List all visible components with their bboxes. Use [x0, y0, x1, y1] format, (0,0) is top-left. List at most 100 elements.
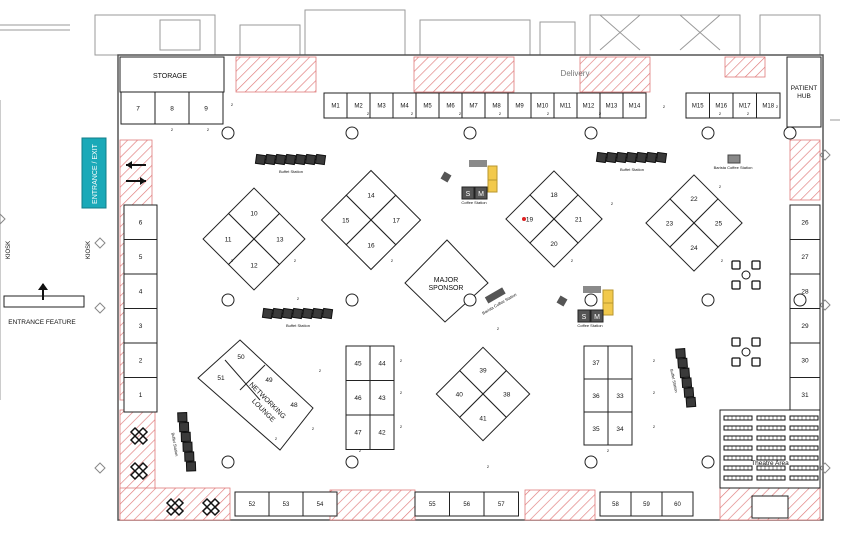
booth-label: 7 — [136, 105, 140, 112]
patient-hub[interactable] — [786, 56, 822, 128]
booth-34[interactable]: 34 — [607, 411, 633, 446]
booth-9[interactable]: 9 — [188, 91, 224, 125]
booth-label: M14 — [629, 104, 641, 110]
svg-text:2: 2 — [653, 424, 656, 429]
booth-44[interactable]: 44 — [369, 345, 395, 381]
booth-54[interactable]: 54 — [302, 491, 338, 517]
booth-M13[interactable]: M13 — [599, 92, 624, 119]
booth-7[interactable]: 7 — [120, 91, 156, 125]
lattice — [201, 497, 221, 517]
booth-8[interactable]: 8 — [154, 91, 190, 125]
booth-M14[interactable]: M14 — [622, 92, 647, 119]
svg-text:2: 2 — [294, 258, 297, 263]
booth-57[interactable]: 57 — [483, 491, 519, 517]
booth-label: 13 — [276, 237, 284, 244]
booth-27[interactable]: 27 — [789, 239, 821, 275]
booth-M18[interactable]: M18 — [756, 92, 781, 119]
booth-label: M10 — [537, 104, 549, 110]
booth-29[interactable]: 29 — [789, 308, 821, 344]
booth-53[interactable]: 53 — [268, 491, 304, 517]
booth-label: 52 — [249, 502, 256, 508]
theatre-area[interactable] — [719, 409, 821, 519]
booth-M8[interactable]: M8 — [484, 92, 509, 119]
booth-label: 5 — [139, 254, 143, 261]
booth-35[interactable]: 35 — [583, 411, 609, 446]
booth-60[interactable]: 60 — [661, 491, 694, 517]
booth-4[interactable]: 4 — [123, 273, 158, 309]
booth-label-49: 49 — [265, 377, 273, 384]
booth-label: 8 — [170, 105, 174, 112]
booth-36[interactable]: 36 — [583, 378, 609, 413]
lattice — [129, 426, 149, 446]
theatre-row — [723, 455, 753, 461]
booth-41[interactable] — [458, 393, 508, 442]
booth-label: 30 — [801, 358, 809, 365]
lattice — [129, 461, 149, 481]
booth-M2[interactable]: M2 — [346, 92, 371, 119]
buffet-station-3: Buffet Station — [261, 307, 334, 328]
booth-3[interactable]: 3 — [123, 308, 158, 344]
booth-label: 15 — [342, 218, 350, 225]
booth-label: 28 — [801, 289, 809, 296]
booth-52[interactable]: 52 — [234, 491, 270, 517]
booth-56[interactable]: 56 — [449, 491, 485, 517]
booth-43[interactable]: 43 — [369, 380, 395, 416]
column — [463, 126, 477, 140]
networking-lounge[interactable]: NETWORKING LOUNGE — [197, 339, 314, 451]
booth-label: M12 — [583, 104, 595, 110]
booth-M7[interactable]: M7 — [461, 92, 486, 119]
column — [221, 126, 235, 140]
svg-text:2: 2 — [297, 296, 300, 301]
booth-M12[interactable]: M12 — [576, 92, 601, 119]
booth-32[interactable]: 32 — [607, 345, 633, 380]
booth-M15[interactable]: M15 — [685, 92, 710, 119]
booth-24[interactable] — [669, 222, 719, 272]
booth-label: 25 — [715, 221, 723, 228]
theatre-row — [789, 435, 819, 441]
booth-1[interactable]: 1 — [123, 377, 158, 413]
booth-16[interactable] — [345, 219, 397, 271]
theatre-row — [756, 435, 786, 441]
booth-label: M6 — [446, 104, 455, 110]
booth-33[interactable]: 33 — [607, 378, 633, 413]
booth-42[interactable]: 42 — [369, 414, 395, 450]
booth-6[interactable]: 6 — [123, 204, 158, 240]
booth-M9[interactable]: M9 — [507, 92, 532, 119]
decorative-lattices — [129, 426, 221, 517]
svg-text:2: 2 — [571, 258, 574, 263]
booth-label: M5 — [423, 104, 432, 110]
booth-31[interactable]: 31 — [789, 377, 821, 413]
svg-text:2: 2 — [747, 111, 750, 116]
booth-30[interactable]: 30 — [789, 342, 821, 378]
booth-M16[interactable]: M16 — [709, 92, 734, 119]
booth-46[interactable]: 46 — [345, 380, 371, 416]
svg-text:2: 2 — [231, 258, 234, 263]
booth-M11[interactable]: M11 — [553, 92, 578, 119]
svg-text:M: M — [478, 191, 484, 198]
booth-label: M15 — [692, 104, 704, 110]
booth-47[interactable]: 47 — [345, 414, 371, 450]
booth-M10[interactable]: M10 — [530, 92, 555, 119]
booth-label: 33 — [616, 393, 624, 400]
booth-59[interactable]: 59 — [630, 491, 663, 517]
booth-M1[interactable]: M1 — [323, 92, 348, 119]
booth-12[interactable] — [227, 238, 281, 291]
booth-label: 34 — [616, 426, 624, 433]
booth-label: 20 — [550, 241, 558, 248]
entrance-exit-box[interactable] — [81, 137, 107, 209]
booth-55[interactable]: 55 — [414, 491, 450, 517]
booth-2[interactable]: 2 — [123, 342, 158, 378]
booth-58[interactable]: 58 — [599, 491, 632, 517]
major-sponsor[interactable]: MAJOR SPONSOR — [404, 239, 489, 323]
booth-26[interactable]: 26 — [789, 204, 821, 240]
booth-37[interactable]: 37 — [583, 345, 609, 380]
svg-text:2: 2 — [231, 102, 234, 107]
booth-5[interactable]: 5 — [123, 239, 158, 275]
booth-45[interactable]: 45 — [345, 345, 371, 381]
booth-20[interactable] — [529, 218, 579, 268]
delivery-label: Delivery — [561, 69, 590, 78]
marker-dot — [522, 217, 526, 221]
booth-M3[interactable]: M3 — [369, 92, 394, 119]
booth-M5[interactable]: M5 — [415, 92, 440, 119]
booth-M17[interactable]: M17 — [732, 92, 757, 119]
